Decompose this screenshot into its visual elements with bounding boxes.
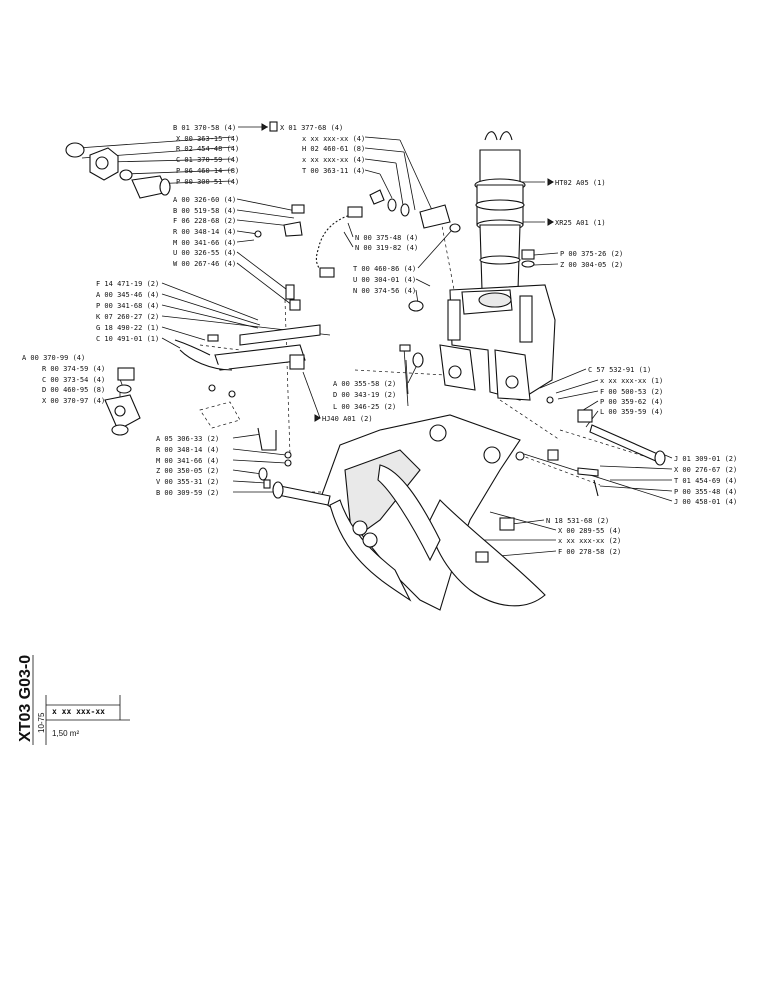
bottom-labels: N 18 531-68 (2) X 00 289-55 (4) x xx xxx… — [546, 517, 621, 556]
part-label: x xx xxx-xx (4) — [302, 135, 365, 143]
part-label: XR25 A01 (1) — [555, 219, 606, 227]
part-label: L 00 359-59 (4) — [600, 408, 663, 416]
part-label: M 00 341-66 (4) — [173, 239, 236, 247]
part-label: x xx xxx-xx (4) — [302, 156, 365, 164]
part-label: F 00 278-58 (2) — [558, 548, 621, 556]
part-label: X 01 377-68 (4) — [280, 124, 343, 132]
part-label: X 00 370-97 (4) — [42, 397, 105, 405]
right-labels: HT02 A05 (1) XR25 A01 (1) P 00 375-26 (2… — [555, 179, 737, 506]
bucket-mount-frame — [439, 284, 556, 401]
part-label: F 00 500-53 (2) — [600, 388, 663, 396]
part-label: P 06 460-14 (8) — [176, 167, 239, 175]
part-label: C 10 491-01 (1) — [96, 335, 159, 343]
part-label: C 00 373-54 (4) — [42, 376, 105, 384]
upper-fittings — [65, 142, 461, 311]
part-label: A 00 345-46 (4) — [96, 291, 159, 299]
part-label: N 18 531-68 (2) — [546, 517, 609, 525]
part-label: R 02 454-48 (4) — [176, 145, 239, 153]
part-label: A 05 306-33 (2) — [156, 435, 219, 443]
part-label: J 01 309-01 (2) — [674, 455, 737, 463]
part-label: X 00 289-55 (4) — [558, 527, 621, 535]
part-label: T 01 454-69 (4) — [674, 477, 737, 485]
part-label: P 00 341-68 (4) — [96, 302, 159, 310]
part-label: R 00 348-14 (4) — [156, 446, 219, 454]
part-label: T 00 460-86 (4) — [353, 265, 416, 273]
title-block: XT03 G03-0 10-75 x xx xxx-xx 1,50 m² — [17, 655, 130, 745]
clamshell-bucket — [319, 414, 546, 611]
part-label: R 00 374-59 (4) — [42, 365, 105, 373]
part-label: Z 00 350-05 (2) — [156, 467, 219, 475]
part-label: P 00 375-26 (2) — [560, 250, 623, 258]
part-label: U 00 326-55 (4) — [173, 249, 236, 257]
part-label: B 00 519-58 (4) — [173, 207, 236, 215]
part-label: N 00 374-56 (4) — [353, 287, 416, 295]
capacity-label: 1,50 m² — [52, 729, 79, 738]
part-label: Z 00 304-05 (2) — [560, 261, 623, 269]
part-label: x xx xxx-xx (1) — [600, 377, 663, 385]
center-labels: X 01 377-68 (4) x xx xxx-xx (4) H 02 460… — [269, 121, 418, 423]
part-label: x xx xxx-xx (2) — [558, 537, 621, 545]
part-label: U 00 304-01 (4) — [353, 276, 416, 284]
part-label: W 00 267-46 (4) — [173, 260, 236, 268]
part-label: J 00 458-01 (4) — [674, 498, 737, 506]
part-label: P 00 355-48 (4) — [674, 488, 737, 496]
part-label: T 00 363-11 (4) — [302, 167, 365, 175]
part-label: A 00 326-60 (4) — [173, 196, 236, 204]
part-label: B 00 309-59 (2) — [156, 489, 219, 497]
left-labels: B 01 370-58 (4) X 00 363-15 (4) R 02 454… — [22, 124, 239, 497]
part-label: A 00 355-58 (2) — [333, 380, 396, 388]
part-label: X 00 276-67 (2) — [674, 466, 737, 474]
part-label: P 00 359-62 (4) — [600, 398, 663, 406]
rotator-column — [474, 131, 526, 291]
drawing-date: 10-75 — [37, 712, 46, 733]
part-label: A 00 370-99 (4) — [22, 354, 85, 362]
pins-and-bolts — [257, 249, 666, 563]
part-label: R 00 348-14 (4) — [173, 228, 236, 236]
part-label: D 00 343-19 (2) — [333, 391, 396, 399]
part-label: H 02 460-61 (8) — [302, 145, 365, 153]
part-label: F 06 228-68 (2) — [173, 217, 236, 225]
part-label: C 01 370-59 (4) — [176, 156, 239, 164]
drawing-code: XT03 G03-0 — [17, 655, 34, 742]
part-number-box: x xx xxx-xx — [52, 707, 105, 716]
assembly-arrows — [261, 123, 554, 422]
part-label: F 14 471-19 (2) — [96, 280, 159, 288]
part-label: C 57 532-91 (1) — [588, 366, 651, 374]
part-label: K 07 260-27 (2) — [96, 313, 159, 321]
part-label: HJ40 A01 (2) — [322, 415, 373, 423]
part-label: P 00 300-51 (4) — [176, 178, 239, 186]
part-label: B 01 370-58 (4) — [173, 124, 236, 132]
part-label: X 00 363-15 (4) — [176, 135, 239, 143]
part-label: N 00 375-48 (4) — [355, 234, 418, 242]
part-label: D 00 460-95 (8) — [42, 386, 105, 394]
part-label: G 18 490-22 (1) — [96, 324, 159, 332]
valve-manifold — [104, 324, 321, 436]
hydraulic-hose — [314, 206, 363, 278]
part-label: L 00 346-25 (2) — [333, 403, 396, 411]
part-label: V 00 355-31 (2) — [156, 478, 219, 486]
part-label: M 00 341-66 (4) — [156, 457, 219, 465]
part-label: HT02 A05 (1) — [555, 179, 606, 187]
part-label: N 00 319-82 (4) — [355, 244, 418, 252]
